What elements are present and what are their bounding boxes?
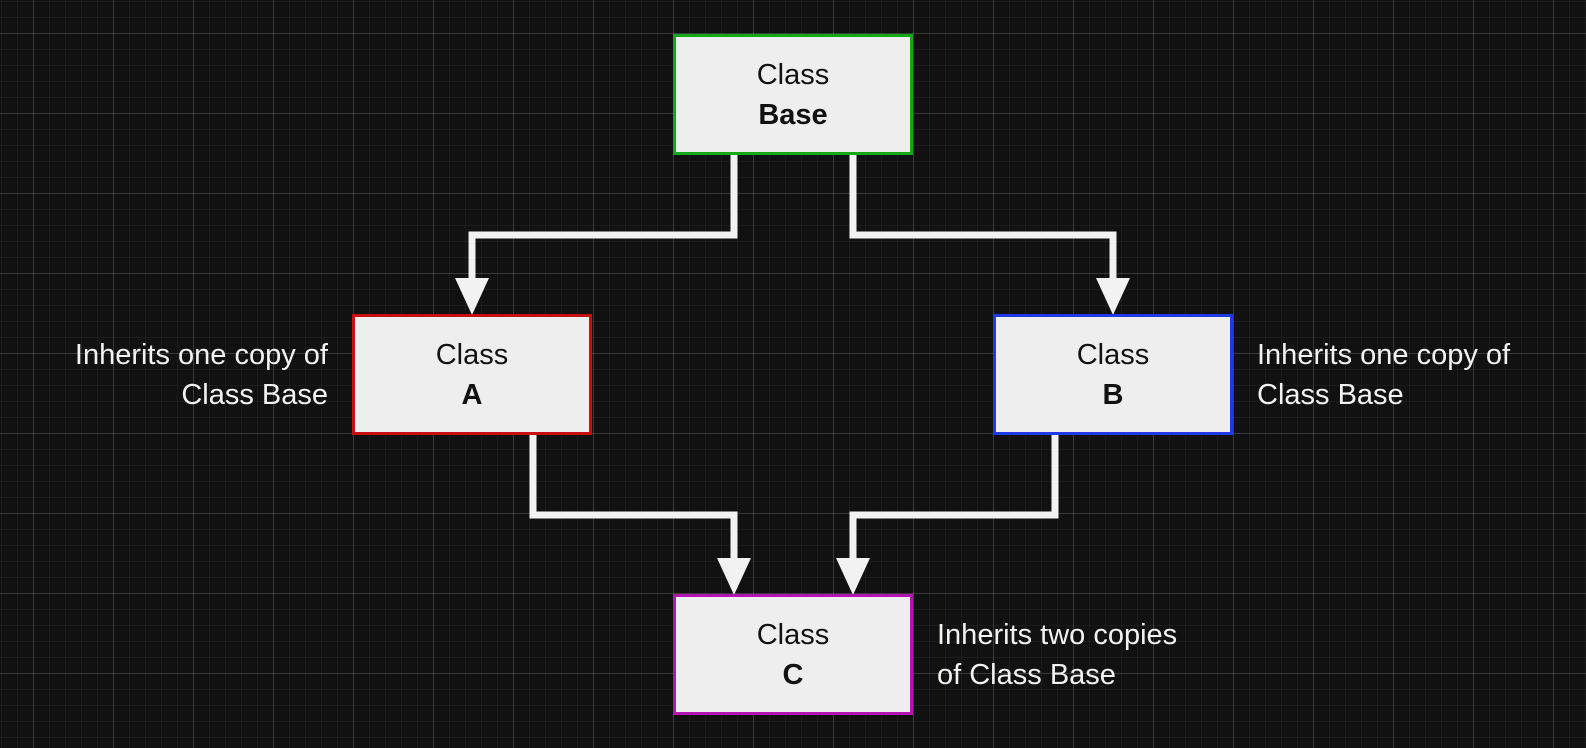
note-class-a-line2: Class Base (181, 379, 328, 411)
class-b-keyword: Class (1076, 338, 1150, 371)
note-class-a: Inherits one copy of Class Base (75, 335, 328, 415)
note-class-a-line1: Inherits one copy of (74, 339, 328, 371)
note-class-c: Inherits two copies of Class Base (937, 615, 1177, 695)
arrowhead-c-right (836, 558, 870, 595)
class-base-keyword: Class (756, 58, 830, 91)
note-class-b-line2: Class Base (1257, 379, 1404, 411)
note-class-c-line1: Inherits two copies (937, 619, 1178, 651)
edge-b-to-c (849, 433, 1059, 565)
arrowhead-c-left (717, 558, 751, 595)
edge-a-to-c (529, 433, 738, 565)
class-base-node[interactable]: Class Base (673, 34, 913, 155)
class-c-node[interactable]: Class C (673, 594, 913, 715)
class-a-node[interactable]: Class A (352, 314, 592, 435)
edge-base-to-a (468, 155, 738, 285)
class-base-name: Base (758, 98, 828, 131)
note-class-b: Inherits one copy of Class Base (1257, 335, 1510, 415)
edge-base-to-b (849, 155, 1117, 285)
class-c-name: C (782, 658, 804, 691)
arrowhead-b (1096, 278, 1130, 315)
note-class-b-line1: Inherits one copy of (1257, 339, 1511, 371)
note-class-c-line2: of Class Base (937, 659, 1116, 691)
class-c-keyword: Class (756, 618, 830, 651)
class-b-node[interactable]: Class B (993, 314, 1233, 435)
class-a-keyword: Class (435, 338, 509, 371)
class-b-name: B (1102, 378, 1124, 411)
class-a-name: A (461, 378, 483, 411)
arrowhead-a (455, 278, 489, 315)
